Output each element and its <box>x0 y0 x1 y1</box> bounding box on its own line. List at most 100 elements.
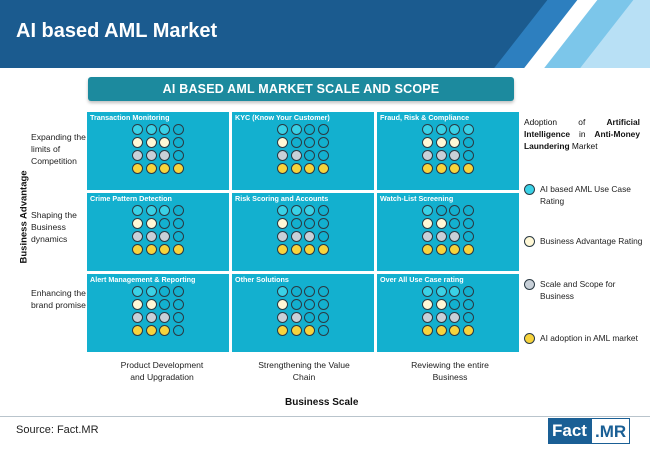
empty-rating-dot-icon <box>304 286 316 297</box>
cell-label: KYC (Know Your Customer) <box>235 113 330 122</box>
filled-rating-dot-icon <box>435 312 447 323</box>
filled-rating-dot-icon <box>277 218 289 229</box>
filled-rating-dot-icon <box>422 325 434 336</box>
rating-row <box>422 150 474 161</box>
filled-rating-dot-icon <box>277 325 289 336</box>
filled-rating-dot-icon <box>435 124 447 135</box>
legend-item: AI adoption in AML market <box>524 333 644 344</box>
filled-rating-dot-icon <box>449 163 461 174</box>
legend-title-part: Market <box>569 141 598 151</box>
empty-rating-dot-icon <box>317 231 329 242</box>
empty-rating-dot-icon <box>462 231 474 242</box>
filled-rating-dot-icon <box>462 244 474 255</box>
cell-label: Alert Management & Reporting <box>90 275 196 284</box>
filled-rating-dot-icon <box>449 124 461 135</box>
filled-rating-dot-icon <box>132 150 144 161</box>
filled-rating-dot-icon <box>277 205 289 216</box>
filled-rating-dot-icon <box>435 286 447 297</box>
filled-rating-dot-icon <box>172 163 184 174</box>
rating-row <box>132 163 184 174</box>
filled-rating-dot-icon <box>277 286 289 297</box>
rating-row <box>277 124 329 135</box>
filled-rating-dot-icon <box>145 325 157 336</box>
filled-rating-dot-icon <box>132 205 144 216</box>
rating-row <box>277 218 329 229</box>
filled-rating-dot-icon <box>159 124 171 135</box>
rating-row <box>132 150 184 161</box>
filled-rating-dot-icon <box>317 244 329 255</box>
matrix-cell: Fraud, Risk & Compliance <box>377 112 519 190</box>
filled-rating-dot-icon <box>435 244 447 255</box>
filled-rating-dot-icon <box>132 163 144 174</box>
empty-rating-dot-icon <box>462 150 474 161</box>
empty-rating-dot-icon <box>449 299 461 310</box>
empty-rating-dot-icon <box>317 299 329 310</box>
empty-rating-dot-icon <box>317 312 329 323</box>
matrix-cell: Transaction Monitoring <box>87 112 229 190</box>
cell-label: Fraud, Risk & Compliance <box>380 113 470 122</box>
empty-rating-dot-icon <box>317 124 329 135</box>
empty-rating-dot-icon <box>317 205 329 216</box>
rating-row <box>277 244 329 255</box>
legend-dot-icon <box>524 236 535 247</box>
factmr-logo: Fact .MR <box>548 418 644 444</box>
footer-divider <box>0 416 650 417</box>
rating-row <box>422 325 474 336</box>
empty-rating-dot-icon <box>317 286 329 297</box>
legend-title-part: Artificial Intelligence <box>524 117 640 139</box>
empty-rating-dot-icon <box>172 137 184 148</box>
filled-rating-dot-icon <box>304 163 316 174</box>
rating-row <box>422 124 474 135</box>
filled-rating-dot-icon <box>449 286 461 297</box>
filled-rating-dot-icon <box>277 163 289 174</box>
empty-rating-dot-icon <box>462 286 474 297</box>
legend-item: AI based AML Use Case Rating <box>524 184 644 207</box>
filled-rating-dot-icon <box>277 244 289 255</box>
filled-rating-dot-icon <box>132 299 144 310</box>
cell-label: Transaction Monitoring <box>90 113 170 122</box>
filled-rating-dot-icon <box>422 312 434 323</box>
filled-rating-dot-icon <box>132 312 144 323</box>
rating-row <box>422 312 474 323</box>
empty-rating-dot-icon <box>290 137 302 148</box>
y-axis-label: Expanding the limits of Competition <box>31 132 86 166</box>
rating-row <box>422 218 474 229</box>
empty-rating-dot-icon <box>159 299 171 310</box>
filled-rating-dot-icon <box>159 244 171 255</box>
filled-rating-dot-icon <box>449 325 461 336</box>
filled-rating-dot-icon <box>449 150 461 161</box>
rating-row <box>422 299 474 310</box>
filled-rating-dot-icon <box>290 205 302 216</box>
x-axis-label: Strengthening the Value Chain <box>258 360 350 382</box>
rating-row <box>277 325 329 336</box>
empty-rating-dot-icon <box>304 137 316 148</box>
empty-rating-dot-icon <box>172 231 184 242</box>
legend-item: Scale and Scope for Business <box>524 279 644 302</box>
filled-rating-dot-icon <box>159 231 171 242</box>
filled-rating-dot-icon <box>449 137 461 148</box>
filled-rating-dot-icon <box>290 124 302 135</box>
rating-row <box>422 231 474 242</box>
filled-rating-dot-icon <box>277 231 289 242</box>
filled-rating-dot-icon <box>435 163 447 174</box>
rating-dots <box>87 286 229 336</box>
filled-rating-dot-icon <box>422 286 434 297</box>
filled-rating-dot-icon <box>422 218 434 229</box>
filled-rating-dot-icon <box>132 124 144 135</box>
empty-rating-dot-icon <box>159 218 171 229</box>
legend-title-part: Adoption of <box>524 117 607 127</box>
filled-rating-dot-icon <box>172 244 184 255</box>
rating-dots <box>377 205 519 255</box>
filled-rating-dot-icon <box>132 325 144 336</box>
empty-rating-dot-icon <box>304 150 316 161</box>
filled-rating-dot-icon <box>422 205 434 216</box>
filled-rating-dot-icon <box>290 150 302 161</box>
filled-rating-dot-icon <box>277 150 289 161</box>
rating-row <box>132 299 184 310</box>
filled-rating-dot-icon <box>145 163 157 174</box>
rating-dots <box>232 286 374 336</box>
filled-rating-dot-icon <box>422 124 434 135</box>
filled-rating-dot-icon <box>435 218 447 229</box>
y-axis-label: Enhancing the brand promise <box>31 288 86 310</box>
empty-rating-dot-icon <box>290 218 302 229</box>
